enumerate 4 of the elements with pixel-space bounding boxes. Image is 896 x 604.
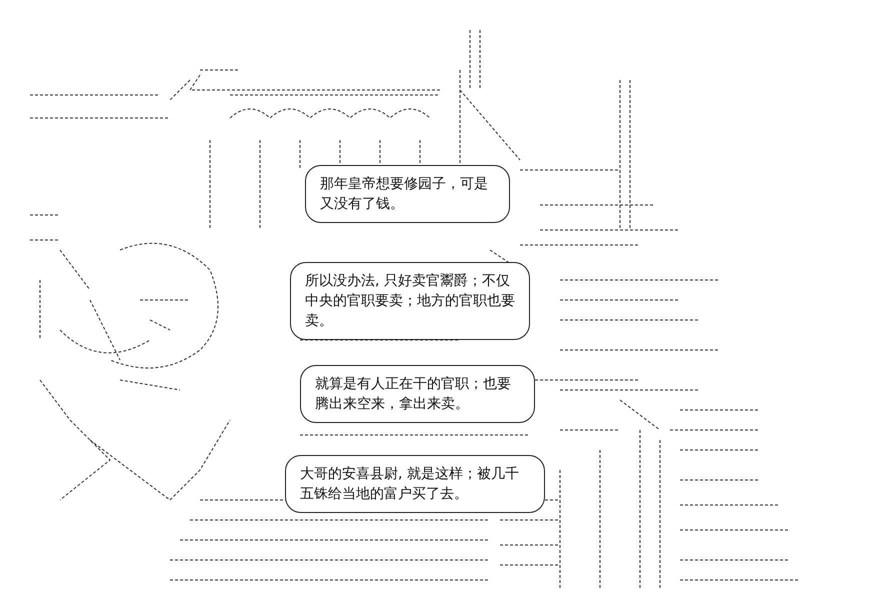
speech-bubble: 那年皇帝想要修园子，可是又没有了钱。 (305, 165, 510, 223)
speech-bubble: 大哥的安喜县尉, 就是这样；被几千五铢给当地的富户买了去。 (285, 455, 545, 513)
speech-bubble: 就算是有人正在干的官职；也要腾出来空来，拿出来卖。 (300, 365, 535, 423)
speech-bubble: 所以没办法, 只好卖官鬻爵；不仅中央的官职要卖；地方的官职也要卖。 (290, 262, 530, 340)
